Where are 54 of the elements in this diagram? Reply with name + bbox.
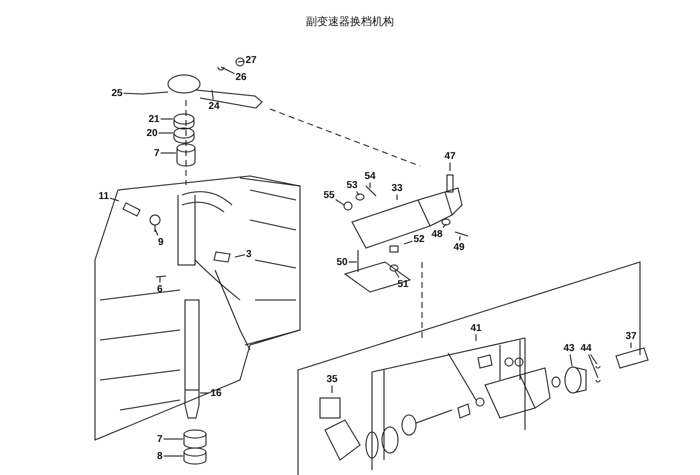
callout-number: 24: [208, 100, 220, 112]
callout-number: 52: [414, 234, 425, 244]
callout-number: 20: [146, 128, 158, 138]
leader-line: [459, 236, 460, 241]
leader-line: [442, 224, 446, 228]
callout-number: 54: [364, 170, 376, 182]
leader-line: [212, 90, 214, 100]
leader-line: [160, 152, 176, 154]
leader-line: [238, 60, 245, 62]
callout-number: 7: [157, 434, 163, 444]
leader-line: [123, 92, 142, 94]
callout-number: 16: [210, 388, 222, 398]
leader-line: [200, 392, 210, 394]
leader-line: [404, 240, 413, 244]
callout-number: 3: [246, 248, 252, 260]
leader-line: [570, 354, 572, 366]
callout-number: 6: [157, 284, 163, 294]
callout-number: 51: [398, 278, 409, 290]
callout-number: 33: [392, 182, 403, 194]
leader-line: [220, 66, 235, 74]
callout-number: 55: [324, 190, 335, 200]
callout-number: 41: [470, 322, 482, 334]
callout-number: 26: [236, 72, 247, 82]
callout-number: 35: [326, 374, 338, 384]
diagram-title: 副变速器换档机构: [305, 14, 395, 29]
leader-line: [630, 342, 632, 348]
callout-number: 44: [580, 342, 592, 354]
leader-line: [335, 198, 344, 206]
leader-line: [163, 438, 184, 440]
callout-number: 53: [346, 180, 358, 190]
leader-line: [396, 194, 398, 200]
callout-number: 11: [98, 190, 110, 202]
leader-line: [590, 354, 598, 364]
callout-number: 50: [336, 256, 348, 268]
callout-number: 48: [432, 228, 443, 240]
leader-line: [159, 276, 160, 283]
leader-line: [160, 118, 174, 120]
callout-number: 49: [454, 242, 465, 252]
callout-number: 8: [157, 450, 163, 462]
callout-number: 9: [158, 236, 164, 248]
callout-number: 47: [444, 150, 456, 162]
leader-line: [394, 270, 400, 278]
callout-number: 43: [564, 342, 575, 354]
leader-line: [110, 198, 120, 202]
leader-line: [588, 354, 598, 378]
callout-number: 7: [154, 148, 160, 158]
callout-number: 27: [246, 54, 257, 66]
leader-line: [154, 228, 158, 236]
leader-line: [356, 191, 360, 196]
leader-line: [234, 254, 246, 258]
leader-line: [158, 132, 174, 134]
callout-number: 21: [148, 114, 160, 124]
callout-number: 37: [626, 330, 637, 342]
callout-number: 25: [112, 88, 123, 98]
